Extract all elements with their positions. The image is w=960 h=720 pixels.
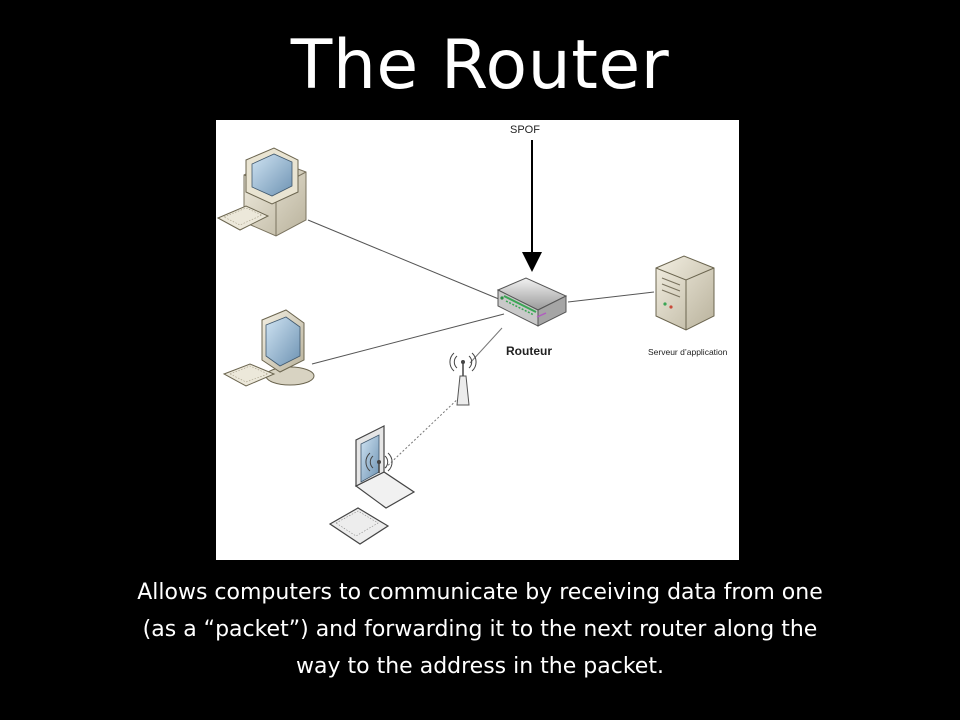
server-label: Serveur d’application bbox=[648, 347, 728, 357]
link-router-antenna bbox=[469, 327, 503, 364]
spof-label: SPOF bbox=[510, 124, 540, 136]
slide-title: The Router bbox=[290, 26, 670, 105]
link-router-server bbox=[567, 291, 655, 303]
caption-line-1: Allows computers to communicate by recei… bbox=[137, 580, 823, 605]
router-icon bbox=[496, 277, 568, 327]
wifi-antenna-icon bbox=[449, 352, 477, 406]
link-monitor-router bbox=[311, 313, 505, 365]
server-icon bbox=[655, 255, 715, 331]
caption-line-3: way to the address in the packet. bbox=[296, 654, 664, 679]
connection-lines bbox=[307, 219, 655, 474]
network-diagram: SPOF Routeur bbox=[216, 120, 739, 560]
desktop-pc-icon bbox=[216, 147, 307, 237]
laptop-icon bbox=[328, 425, 416, 545]
link-desktop-router bbox=[307, 219, 507, 303]
caption-line-2: (as a “packet”) and forwarding it to the… bbox=[142, 617, 818, 642]
link-wireless-laptop bbox=[379, 394, 463, 474]
router-label: Routeur bbox=[506, 344, 552, 358]
slide-caption: Allows computers to communicate by recei… bbox=[70, 574, 890, 685]
monitor-pc-icon bbox=[222, 309, 315, 387]
